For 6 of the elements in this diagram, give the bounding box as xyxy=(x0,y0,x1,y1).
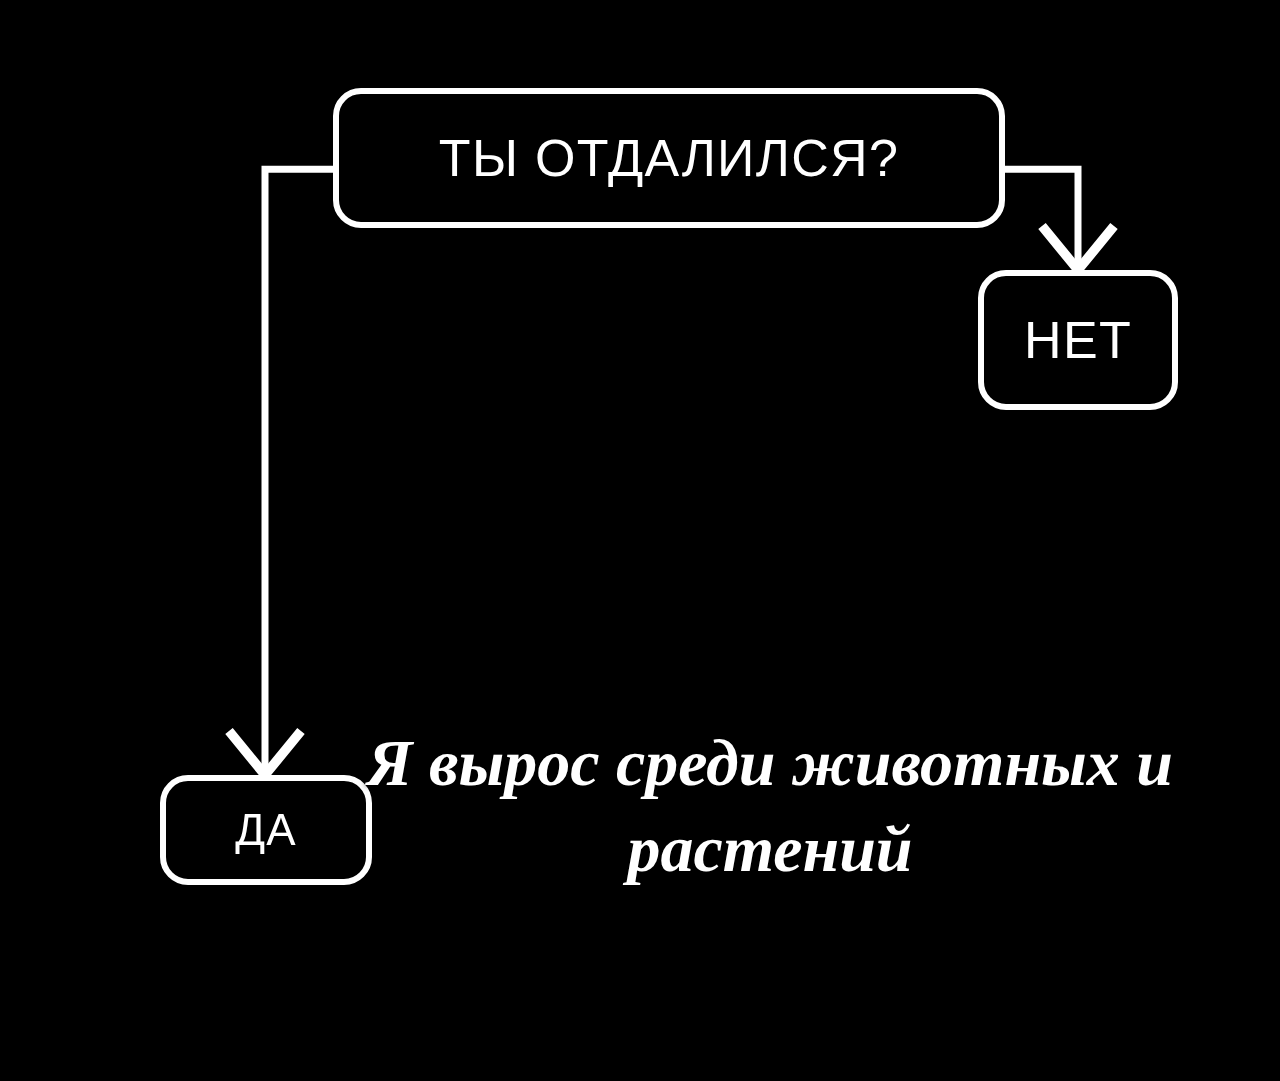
caption-text: Я вырос среди животных и растений xyxy=(364,725,1175,887)
box-label: ТЫ ОТДАЛИЛСЯ? xyxy=(438,128,900,189)
box-label: ДА xyxy=(235,804,297,856)
answer-box xyxy=(333,88,1005,228)
box-label: НЕТ xyxy=(1024,310,1132,371)
answer-box xyxy=(978,270,1178,410)
